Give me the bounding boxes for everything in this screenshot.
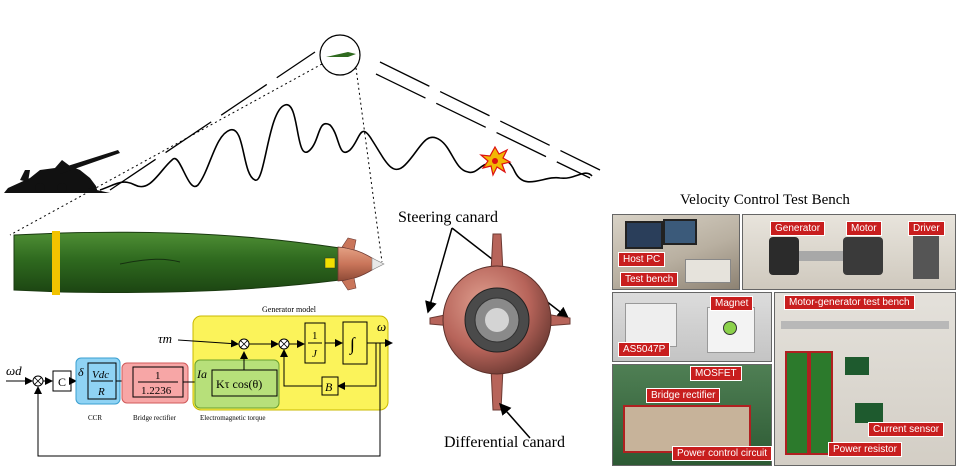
sensor-board-shape xyxy=(845,357,869,375)
generator-shape xyxy=(769,237,799,275)
projectile-illustration xyxy=(13,231,385,295)
encoder-board-shape xyxy=(625,303,677,347)
projectile-band xyxy=(52,231,60,295)
resistor-shape xyxy=(785,351,809,455)
ccr-numerator: Vdc xyxy=(92,369,109,381)
label-driver: Driver xyxy=(908,221,945,236)
canard-front-view: Steering canard Differential canard xyxy=(398,209,571,451)
canard-fin-bottom xyxy=(341,277,357,291)
label-power-resistor: Power resistor xyxy=(828,442,902,457)
controller-label: C xyxy=(58,375,66,389)
label-host-pc: Host PC xyxy=(618,252,666,267)
driver-shape xyxy=(913,233,939,279)
generator-model-caption: Generator model xyxy=(262,305,317,314)
em-torque-block xyxy=(211,369,278,397)
ccr-caption: CCR xyxy=(88,414,102,422)
canard-fin-top xyxy=(341,237,357,251)
resistor-shape-2 xyxy=(809,351,833,455)
sensor-board-shape-2 xyxy=(855,403,883,423)
label-motor: Motor xyxy=(846,221,882,236)
inertia-numerator: 1 xyxy=(312,330,318,342)
trajectory-scene xyxy=(4,34,601,263)
canard-hub-center xyxy=(485,308,509,332)
bench-shape xyxy=(685,259,731,283)
photo-collage: Host PC Test bench Generator Motor Drive… xyxy=(612,214,956,466)
projectile-sensor xyxy=(324,257,336,269)
input-speed-label: ωd xyxy=(6,363,22,378)
ccr-denominator: R xyxy=(97,386,105,398)
rail-shape xyxy=(781,321,949,329)
label-mosfet: MOSFET xyxy=(690,366,742,381)
control-block-diagram: Generator model τm ωd ω C δ Vdc R CCR Il… xyxy=(6,305,393,457)
rectifier-denominator: 1.2236 xyxy=(141,385,172,397)
label-bridge-rectifier: Bridge rectifier xyxy=(646,388,721,403)
label-generator: Generator xyxy=(770,221,826,236)
label-encoder: AS5047P xyxy=(618,342,671,357)
sight-line-right-inner xyxy=(375,73,591,179)
damping-label: B xyxy=(325,380,333,394)
label-power-control: Power control circuit xyxy=(672,446,773,461)
howitzer-icon xyxy=(4,150,120,193)
magnet-shape xyxy=(723,321,737,335)
shaft-shape xyxy=(799,251,843,261)
wire-tau xyxy=(177,339,239,348)
em-input-label: Ia xyxy=(196,367,207,381)
projectile-body xyxy=(13,231,341,293)
differential-canard-label: Differential canard xyxy=(444,434,565,451)
label-current-sensor: Current sensor xyxy=(868,422,945,437)
monitor-shape-2 xyxy=(663,219,697,245)
projectile-mini-icon xyxy=(326,52,356,57)
steering-arrow-left xyxy=(425,227,453,314)
integrator-block xyxy=(342,321,368,365)
zoom-projection-left xyxy=(9,63,323,236)
wire-damping-feedback xyxy=(337,343,377,390)
rectifier-caption: Bridge rectifier xyxy=(133,414,177,422)
differential-arrow xyxy=(499,402,531,439)
inertia-denominator: J xyxy=(312,348,318,360)
projectile-detail-line xyxy=(119,258,181,265)
label-test-bench: Test bench xyxy=(620,272,679,287)
test-bench-title: Velocity Control Test Bench xyxy=(680,192,850,208)
input-torque-label: τm xyxy=(158,331,172,346)
projectile-fuze-tip xyxy=(371,257,385,271)
em-torque-label: Kτ cos(θ) xyxy=(216,377,262,391)
explosion-icon xyxy=(479,145,512,177)
rectifier-numerator: 1 xyxy=(155,370,161,382)
sight-line-right-outer xyxy=(379,61,601,171)
motor-shape xyxy=(843,237,883,275)
monitor-shape xyxy=(625,221,663,249)
sight-line-left xyxy=(109,51,316,191)
ccr-delta: δ xyxy=(78,365,84,379)
wire-outer-feedback xyxy=(34,343,381,457)
label-magnet: Magnet xyxy=(710,296,754,311)
photo-mg-test-bench xyxy=(774,292,956,466)
label-mg-bench: Motor-generator test bench xyxy=(784,295,915,310)
integrator-label: ∫ xyxy=(349,334,356,355)
em-caption: Electromagnetic torque xyxy=(200,414,266,422)
zoom-projection-right xyxy=(355,67,383,263)
output-speed-label: ω xyxy=(377,319,386,334)
steering-canard-label: Steering canard xyxy=(398,209,498,226)
